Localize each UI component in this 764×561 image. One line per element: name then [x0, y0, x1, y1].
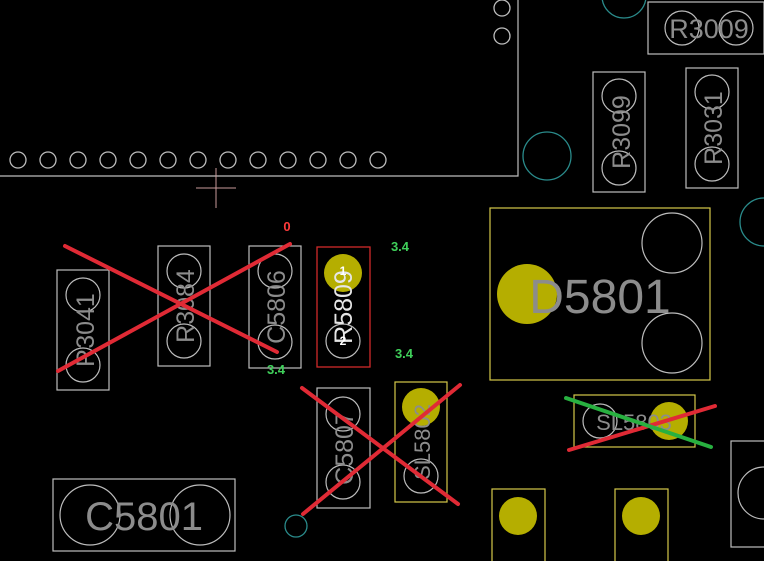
component-r3031[interactable]: R3031 — [685, 67, 739, 189]
d5801-label: D5801 — [529, 271, 670, 324]
component-r3009[interactable]: R3009 — [647, 1, 764, 55]
crossout-green-mark — [564, 396, 713, 449]
net-value-sl5802: 3.4 — [395, 346, 414, 361]
ic-outline — [0, 0, 519, 177]
component-r3041[interactable]: R3041 — [56, 269, 110, 391]
crossout-marks — [56, 242, 717, 516]
c5801-label: C5801 — [85, 495, 203, 539]
net-value-r5809: 3.4 — [391, 239, 410, 254]
component-right-edge[interactable] — [730, 440, 764, 548]
net-value-top: 0 — [283, 219, 290, 234]
r5809-pin1-pad — [324, 254, 362, 292]
r5809-label: R5809 — [330, 270, 358, 344]
r5809-pin2-number: 2 — [340, 334, 347, 348]
component-r3099[interactable]: R3099 — [592, 71, 646, 193]
sl5802-pad — [402, 388, 440, 426]
net-value-c5806: 3.4 — [267, 362, 286, 377]
d5801-pad — [497, 264, 557, 324]
component-c5801[interactable]: C5801 — [52, 478, 236, 552]
r3009-label: R3009 — [669, 14, 749, 44]
r3031-label: R3031 — [700, 91, 728, 165]
component-bottom-2[interactable] — [614, 488, 669, 561]
component-bottom-1[interactable] — [491, 488, 546, 561]
component-c5806[interactable]: C5806 — [248, 245, 302, 369]
r5809-pin1-number: 1 — [340, 264, 347, 278]
component-r5809[interactable]: R5809 1 2 — [316, 246, 371, 368]
vias — [284, 0, 764, 538]
r3099-label: R3099 — [608, 95, 636, 169]
c5806-label: C5806 — [263, 270, 291, 344]
component-d5801[interactable]: D5801 — [489, 207, 711, 381]
cursor-crosshair — [196, 168, 236, 208]
